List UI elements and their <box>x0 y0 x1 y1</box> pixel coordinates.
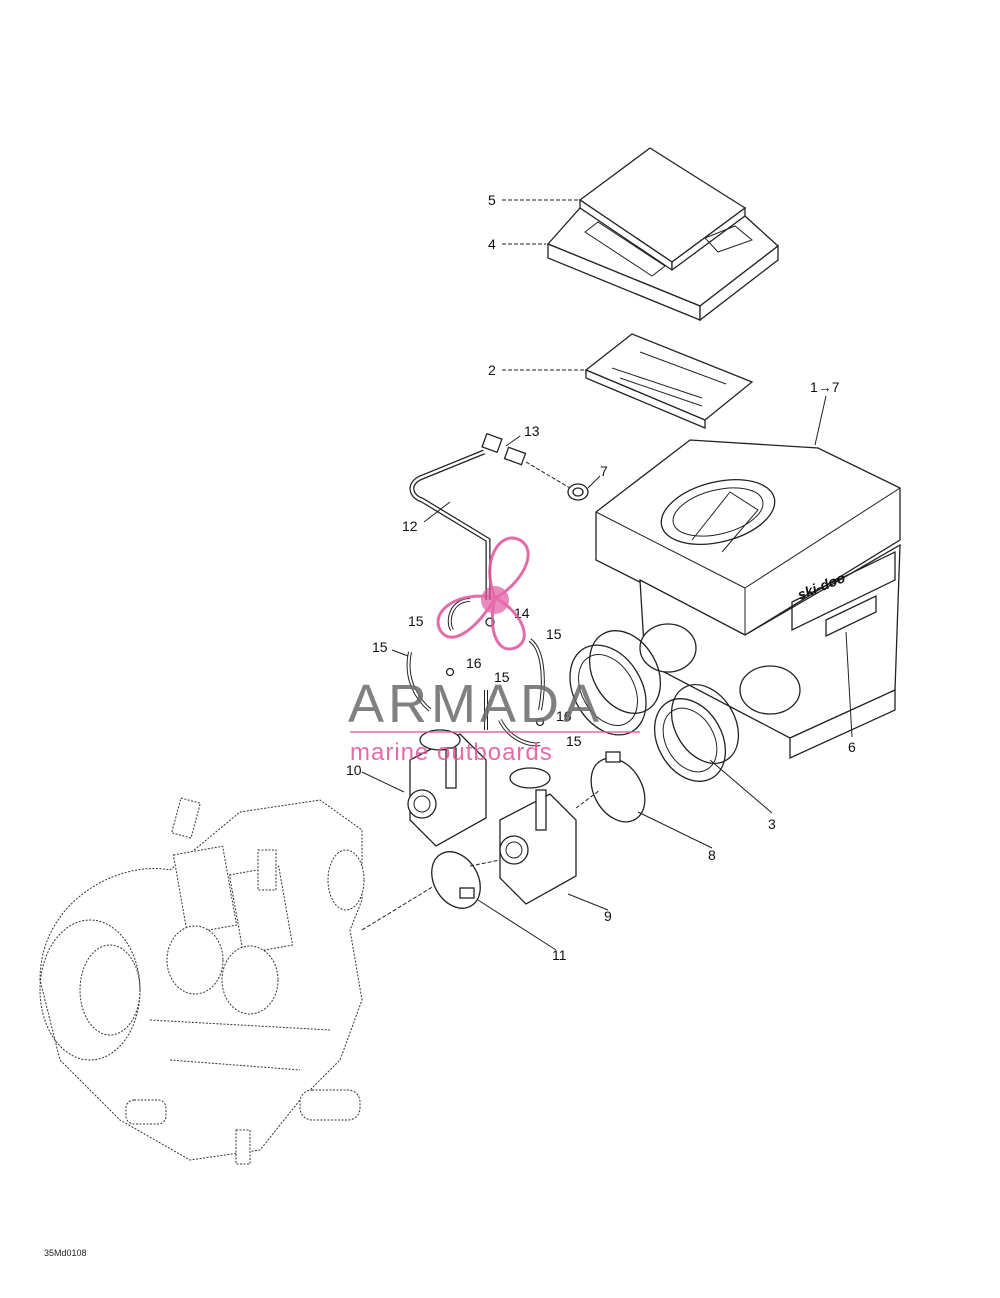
callout-16-b: 16 <box>556 708 572 724</box>
callout-labels: 5 4 2 1→7 13 7 12 14 15 15 15 16 15 16 1… <box>346 192 856 963</box>
part-8-clamp[interactable] <box>580 749 656 832</box>
callout-15-d: 15 <box>494 669 510 685</box>
callout-10: 10 <box>346 762 362 778</box>
engine-block <box>39 797 365 1165</box>
callout-12: 12 <box>402 518 418 534</box>
part-13-connector[interactable] <box>481 432 527 466</box>
callout-8: 8 <box>708 847 716 863</box>
watermark: ARMADA marine outboards <box>348 536 640 766</box>
callout-15-a: 15 <box>408 613 424 629</box>
vent-hose-assembly[interactable] <box>406 598 545 747</box>
callout-3: 3 <box>768 816 776 832</box>
callout-11: 11 <box>552 947 567 963</box>
airbox-housing[interactable] <box>595 439 901 760</box>
part-7-grommet[interactable] <box>567 483 589 501</box>
part-10-carburetor[interactable] <box>407 729 487 847</box>
watermark-brand: ARMADA <box>348 674 603 734</box>
part-4-filter-frame[interactable] <box>546 207 780 322</box>
drawing-code: 35Md0108 <box>44 1248 87 1258</box>
callout-7: 7 <box>600 463 608 479</box>
watermark-tagline: marine outboards <box>350 739 553 766</box>
callout-9: 9 <box>604 908 612 924</box>
callout-16-a: 16 <box>466 655 482 671</box>
part-3-intake-boots[interactable] <box>555 618 752 794</box>
callout-4: 4 <box>488 236 496 252</box>
part-11-clamp[interactable] <box>422 843 490 917</box>
part-2-plate[interactable] <box>584 333 754 429</box>
callout-6: 6 <box>848 739 856 755</box>
callout-2: 2 <box>488 362 496 378</box>
callout-15-e: 15 <box>566 733 582 749</box>
callout-15-b: 15 <box>546 626 562 642</box>
callout-1-7: 1→7 <box>810 379 840 395</box>
part-9-carburetor[interactable] <box>499 767 577 905</box>
callout-5: 5 <box>488 192 496 208</box>
watermark-propeller-logo <box>436 536 530 651</box>
callout-13: 13 <box>524 423 540 439</box>
part-12-vent-hose[interactable] <box>409 449 491 600</box>
callout-15-c: 15 <box>372 639 388 655</box>
leader-lines <box>361 199 853 951</box>
